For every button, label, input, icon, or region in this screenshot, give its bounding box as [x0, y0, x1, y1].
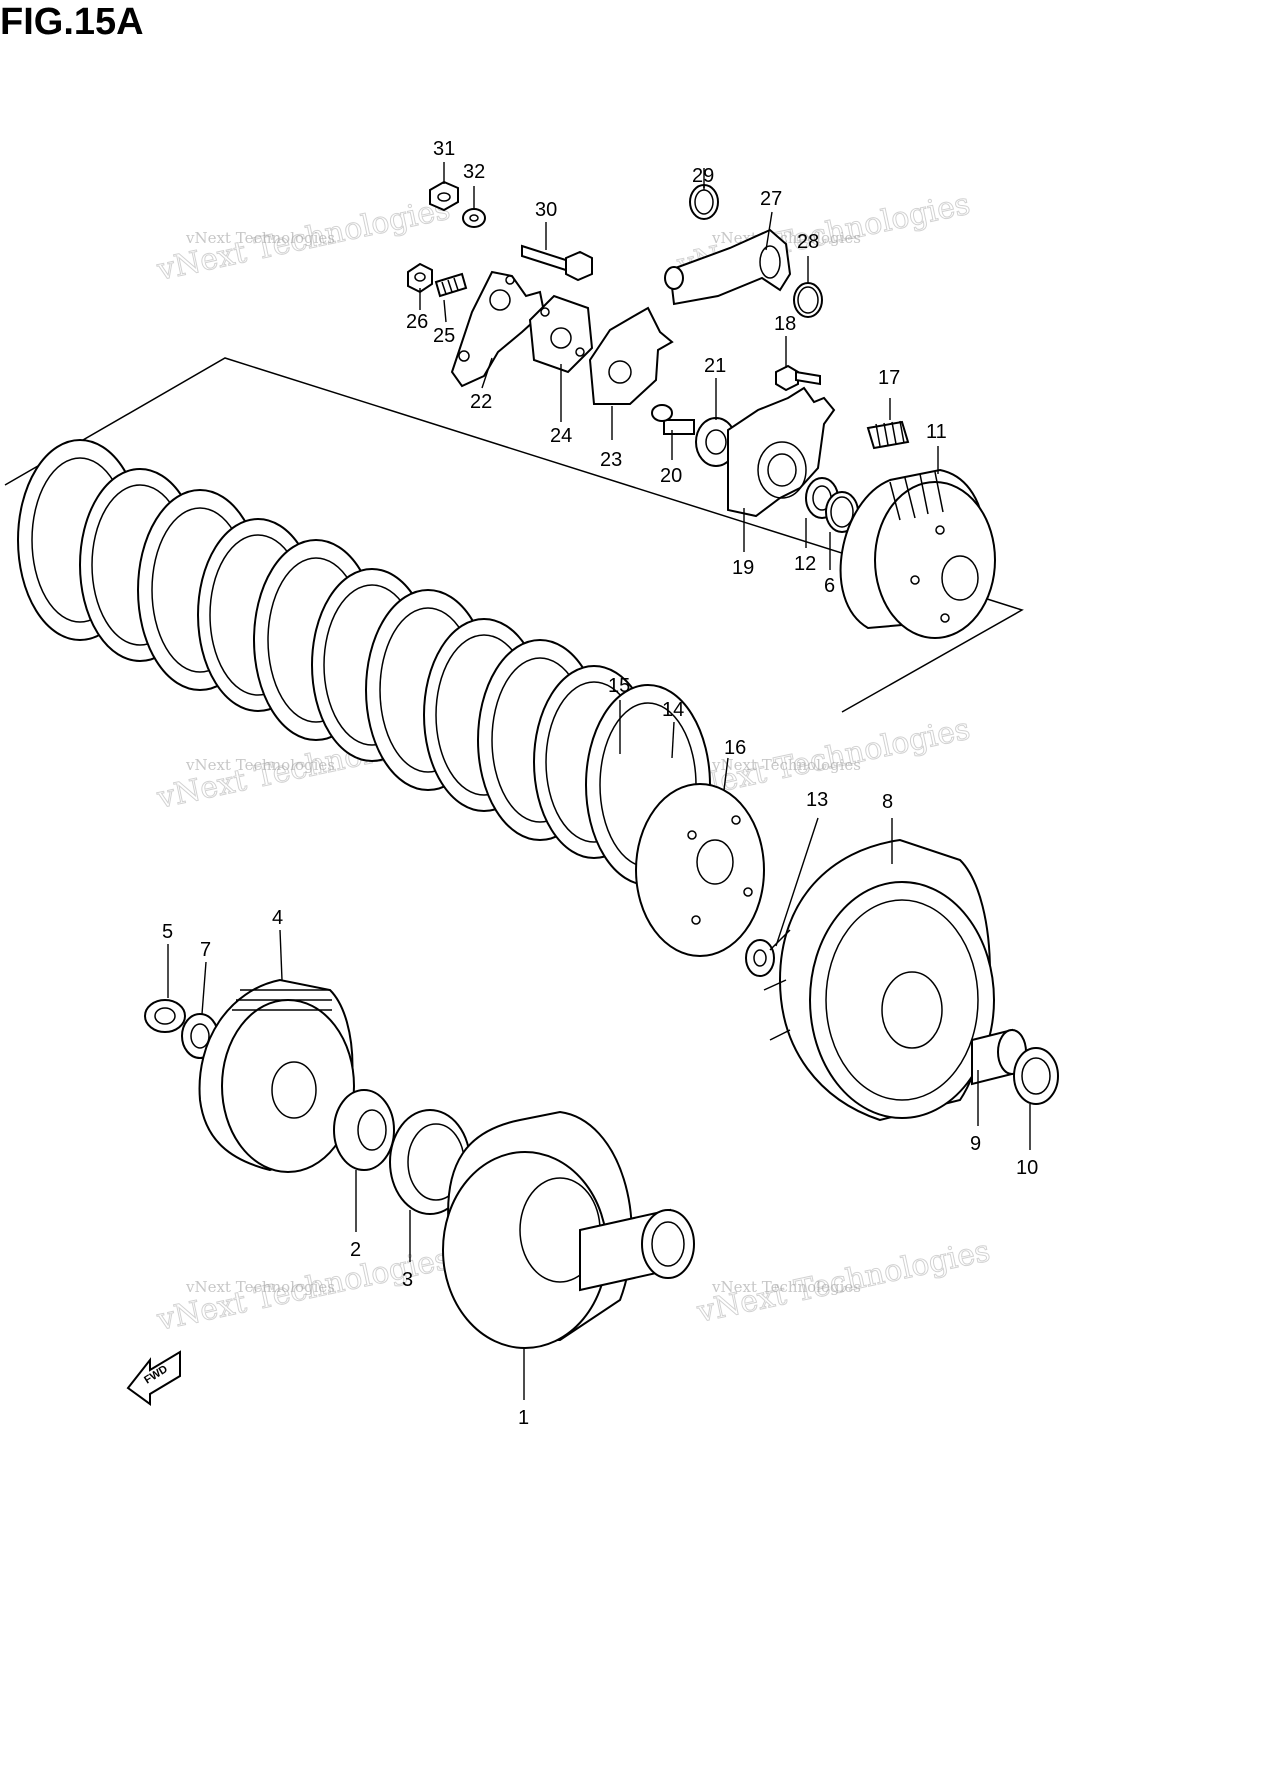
part-10-washer: [1013, 1047, 1059, 1105]
part-29-circlip: [689, 184, 719, 220]
part-28-o-ring: [793, 282, 823, 318]
callout-6: 6: [824, 575, 835, 597]
part-17-clutch-springs: [866, 420, 910, 450]
callout-28: 28: [797, 231, 819, 253]
part-25-stud: [434, 272, 468, 298]
callout-8: 8: [882, 791, 893, 813]
callout-19: 19: [732, 557, 754, 579]
part-24-gasket: [528, 294, 594, 374]
figure-title: FIG.15A: [0, 1, 144, 43]
callout-9: 9: [970, 1133, 981, 1155]
callout-3: 3: [402, 1269, 413, 1291]
callout-26: 26: [406, 311, 428, 333]
part-16-drive-plate: [635, 783, 765, 957]
part-21-bearing: [695, 417, 737, 467]
part-31-nut: [429, 180, 459, 212]
callout-1: 1: [518, 1407, 529, 1429]
watermark-small-text: vNext Technologies: [185, 229, 335, 247]
callout-10: 10: [1016, 1157, 1038, 1179]
callout-15: 15: [608, 675, 630, 697]
part-19-pressure-plate: [727, 386, 836, 518]
part-8-clutch-housing: [763, 838, 995, 1122]
part-4-centrifugal-clutch: [198, 978, 355, 1173]
clutch-plate-stack: [17, 439, 711, 886]
watermark-small-text: vNext Technologies: [185, 1278, 335, 1296]
callout-20: 20: [660, 465, 682, 487]
part-27-release-arm: [664, 228, 792, 306]
callout-29: 29: [692, 165, 714, 187]
callout-16: 16: [724, 737, 746, 759]
callout-14: 14: [662, 699, 684, 721]
callout-24: 24: [550, 425, 572, 447]
callout-21: 21: [704, 355, 726, 377]
callout-31: 31: [433, 138, 455, 160]
part-11-clutch-hub: [839, 468, 996, 639]
watermark-small-text: vNext Technologies: [711, 1278, 861, 1296]
callout-27: 27: [760, 188, 782, 210]
part-13-washer: [745, 939, 775, 977]
callout-2: 2: [350, 1239, 361, 1261]
callout-7: 7: [200, 939, 211, 961]
leader-lines: [167, 162, 1031, 1400]
part-22-lifter-plate: [450, 270, 546, 388]
part-20-push-rod: [651, 404, 695, 435]
plate-stack-bracket: [4, 357, 1024, 713]
fwd-direction-marker: FWD: [126, 1350, 181, 1406]
callout-4: 4: [272, 907, 283, 929]
part-26-nut: [407, 262, 433, 294]
callout-32: 32: [463, 161, 485, 183]
part-18-bolt: [775, 364, 821, 392]
callout-23: 23: [600, 449, 622, 471]
callout-22: 22: [470, 391, 492, 413]
part-5-nut: [144, 999, 186, 1033]
callout-13: 13: [806, 789, 828, 811]
part-23-cam-plate: [588, 306, 674, 405]
callout-30: 30: [535, 199, 557, 221]
part-1-clutch-drum: [442, 1110, 695, 1349]
callout-17: 17: [878, 367, 900, 389]
callout-18: 18: [774, 313, 796, 335]
part-32-washer: [462, 208, 486, 228]
watermark-small-text: vNext Technologies: [711, 756, 861, 774]
watermark-small-text: vNext Technologies: [185, 756, 335, 774]
callout-25: 25: [433, 325, 455, 347]
part-2-sleeve: [333, 1089, 395, 1171]
callout-11: 11: [926, 421, 947, 443]
part-30-bolt: [521, 244, 593, 282]
callouts: 31 32 30 29 27 28 26 25 22 24 23 21 20 1…: [162, 138, 1038, 1429]
watermark: vNext Technologies vNext Technologies: [693, 1233, 994, 1330]
callout-12: 12: [794, 553, 816, 575]
callout-5: 5: [162, 921, 173, 943]
